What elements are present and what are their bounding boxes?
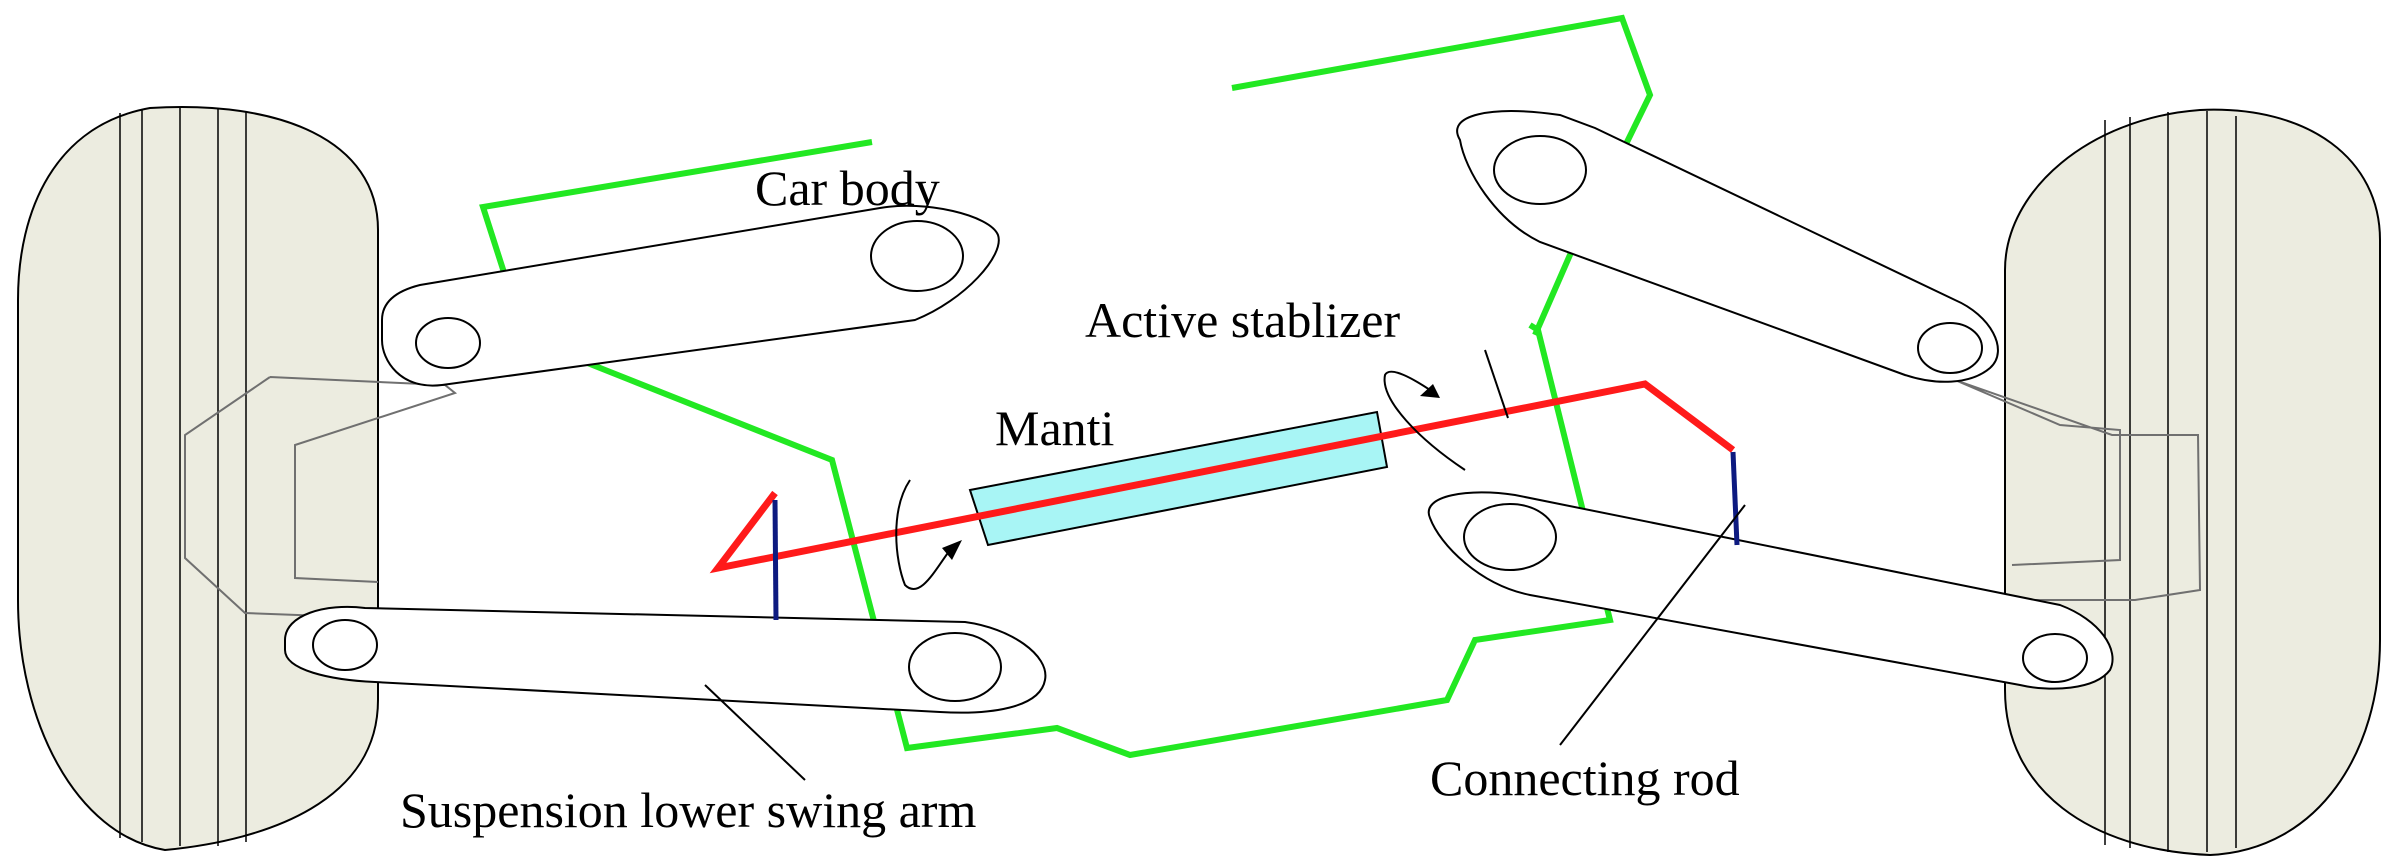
car-body-frame xyxy=(479,14,1654,759)
right-tire xyxy=(1954,108,2381,857)
right-upper-arm-outer-bushing xyxy=(1917,322,1983,374)
left-upper-arm-outline xyxy=(381,204,1000,387)
leader-connecting-rod xyxy=(1559,504,1746,746)
label-manti: Manti xyxy=(995,400,1114,456)
rotation-arrow-right-path xyxy=(1383,370,1466,471)
left-tire-treads xyxy=(119,108,247,846)
right-upper-arm-body-bushing xyxy=(1493,135,1587,205)
label-lower-swing-arm: Suspension lower swing arm xyxy=(400,782,976,838)
right-tire-treads xyxy=(2104,111,2237,852)
right-tire-body xyxy=(2004,108,2381,857)
rotation-arrow-left xyxy=(895,479,962,590)
right-lower-arm-outline xyxy=(1427,491,2114,690)
car-body-center xyxy=(583,322,1614,759)
rotation-arrow-right-head xyxy=(1420,384,1440,398)
right-upper-control-arm xyxy=(1456,110,1999,383)
right-lower-arm-body-bushing xyxy=(1463,503,1557,571)
left-connecting-rod xyxy=(772,499,779,621)
leader-lower-swing-arm xyxy=(704,684,806,781)
right-lower-arm-outer-bushing xyxy=(2022,633,2088,683)
rotation-arrow-right xyxy=(1383,370,1466,471)
car-body-left-upper xyxy=(479,139,873,286)
left-lower-control-arm xyxy=(284,605,1047,714)
left-tire-body xyxy=(17,106,379,852)
left-lower-arm-body-bushing xyxy=(908,632,1002,702)
left-upper-arm-inner-bushing xyxy=(415,317,481,369)
left-lower-arm-outline xyxy=(284,605,1047,714)
right-lower-control-arm xyxy=(1427,491,2114,690)
left-lower-arm-outer-bushing xyxy=(312,619,378,671)
left-upper-arm-body-bushing xyxy=(870,220,964,292)
left-upper-control-arm xyxy=(381,204,1000,387)
leader-active-stabilizer xyxy=(1484,349,1509,419)
right-knuckle xyxy=(1954,379,2202,601)
right-connecting-rod xyxy=(1730,451,1740,546)
label-connecting-rod: Connecting rod xyxy=(1430,750,1740,806)
left-tire xyxy=(17,106,458,852)
rotation-arrow-left-path xyxy=(895,479,951,590)
car-body-right-upper xyxy=(1231,14,1654,337)
right-upper-arm-outline xyxy=(1456,110,1999,383)
rotation-arrow-left-head xyxy=(942,540,962,560)
stabilizer-bar xyxy=(709,380,1736,574)
label-car-body: Car body xyxy=(755,160,940,216)
label-active-stabilizer: Active stablizer xyxy=(1085,292,1400,348)
